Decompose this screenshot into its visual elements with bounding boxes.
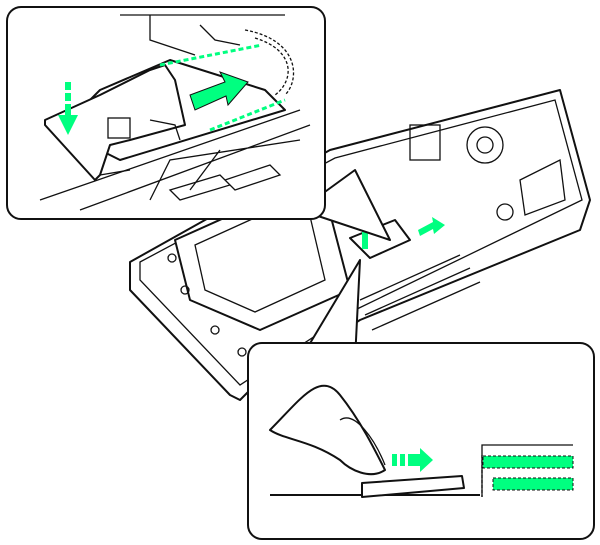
sim-tray [44,64,186,181]
sim-tray-side [361,475,465,498]
insert-arrow-icon [189,71,249,111]
push-arrow-icon [392,448,433,472]
camera-lens [466,126,504,164]
slot-guide-lower [492,477,574,491]
down-arrow-small [362,225,368,249]
finger [269,384,386,476]
slot-guide-upper [482,455,574,469]
right-arrow-small [418,217,445,236]
callout-top-pointer [299,169,391,241]
down-arrow-icon [58,82,78,135]
camera-module [409,124,441,161]
callout-bottom-panel [247,342,595,540]
phone-body [129,89,591,401]
callout-top-panel [6,6,326,220]
